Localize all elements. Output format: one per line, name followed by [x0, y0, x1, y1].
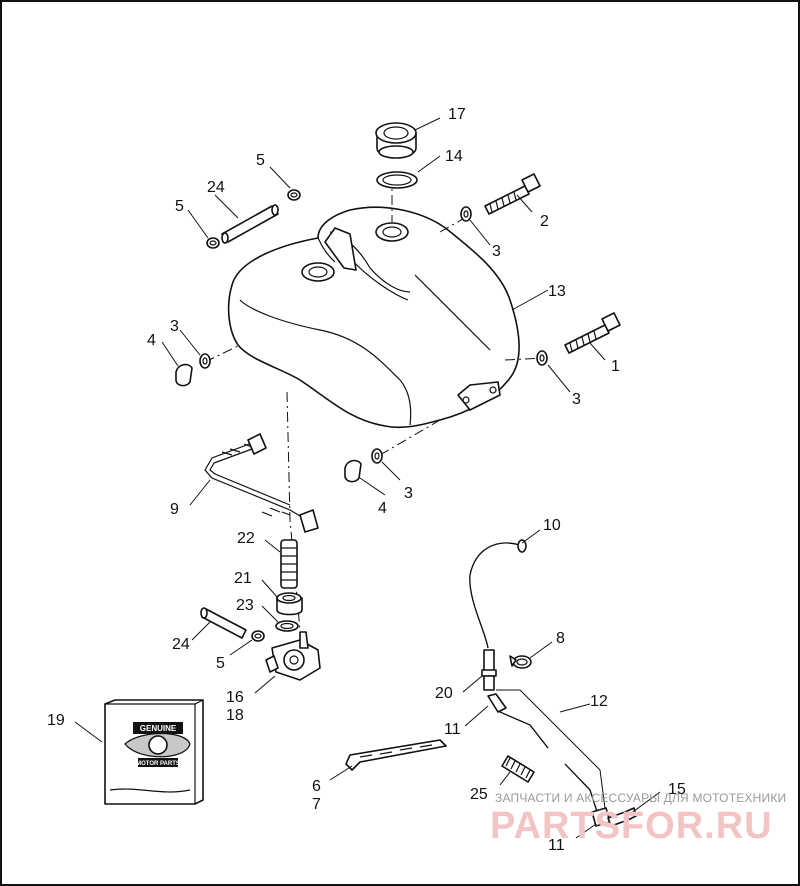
callout-3-front-right: 3 [492, 243, 501, 260]
fuel-tank [227, 206, 520, 429]
hex-nut [276, 592, 303, 616]
fuel-filter [280, 539, 298, 589]
callout-9: 9 [170, 501, 179, 518]
callout-24-bottom: 24 [172, 636, 190, 653]
callout-22: 22 [237, 530, 255, 547]
callout-13: 13 [548, 283, 566, 300]
callout-5-top-right: 5 [256, 152, 265, 169]
clamp-bottom [251, 630, 265, 642]
callout-17: 17 [448, 106, 466, 123]
parts-package: GENUINE MOTOR PARTS [104, 699, 204, 805]
vent-line-assembly [204, 433, 319, 533]
fitting [481, 649, 497, 691]
o-ring [275, 620, 299, 632]
callout-11-bottom: 11 [548, 837, 565, 854]
cable-strap [345, 739, 447, 771]
fuel-cap [375, 122, 417, 159]
acorn-nut-front [175, 363, 193, 387]
callout-6: 6 [312, 778, 321, 795]
hose-clamp [509, 655, 532, 669]
callout-5-top-left: 5 [175, 198, 184, 215]
centerline-rear-right [504, 357, 546, 361]
clamp-top-right [287, 189, 301, 201]
washer-rear-left [371, 448, 383, 464]
washer-front-left [199, 353, 211, 369]
callout-11-top: 11 [444, 721, 461, 738]
callout-10: 10 [543, 517, 561, 534]
callout-8: 8 [556, 630, 565, 647]
callout-4-front: 4 [147, 332, 156, 349]
bolt-rear [564, 312, 621, 354]
callout-1: 1 [611, 358, 620, 375]
watermark-tagline: ЗАПЧАСТИ И АКСЕССУАРЫ ДЛЯ МОТОТЕХНИКИ [495, 791, 786, 805]
callout-16: 16 [226, 689, 244, 706]
callout-3-rear-right: 3 [572, 391, 581, 408]
bolt-front [484, 173, 541, 215]
washer-front-right [460, 206, 472, 222]
hose-top [221, 204, 279, 244]
callout-12: 12 [590, 693, 608, 710]
fuel-line [487, 693, 611, 827]
callout-7: 7 [312, 796, 321, 813]
fuel-line-guide [496, 689, 606, 809]
callout-19: 19 [47, 712, 65, 729]
callout-3-rear-left: 3 [404, 485, 413, 502]
callout-24-top: 24 [207, 179, 225, 196]
leader-lines [74, 117, 661, 839]
centerline-rear-left [379, 419, 441, 456]
callout-20: 20 [435, 685, 453, 702]
callout-21: 21 [234, 570, 252, 587]
callout-5-bottom: 5 [216, 655, 225, 672]
watermark-site: PARTSFOR.RU [490, 805, 773, 847]
callout-14: 14 [445, 148, 463, 165]
callout-2: 2 [540, 213, 549, 230]
package-sub: MOTOR PARTS [136, 761, 180, 767]
callout-18: 18 [226, 707, 244, 724]
fuel-petcock [265, 631, 321, 681]
spring [501, 755, 535, 783]
hose-bottom [200, 607, 247, 639]
callouts: 17 14 2 3 13 1 3 3 4 5 24 5 9 22 21 23 2… [47, 106, 686, 854]
watermark: ЗАПЧАСТИ И АКСЕССУАРЫ ДЛЯ МОТОТЕХНИКИ PA… [490, 791, 786, 847]
package-brand: GENUINE [140, 724, 177, 733]
cap-gasket [376, 171, 418, 189]
centerline-front-left [204, 344, 241, 363]
fuel-hose-curved [469, 539, 527, 649]
callout-4-rear: 4 [378, 500, 387, 517]
callout-15: 15 [668, 781, 686, 798]
clamp-top-left [206, 237, 220, 249]
callout-23: 23 [236, 597, 254, 614]
washer-rear-right [536, 350, 548, 366]
callout-25: 25 [470, 786, 488, 803]
acorn-nut-rear [344, 459, 362, 483]
callout-3-front-left: 3 [170, 318, 179, 335]
